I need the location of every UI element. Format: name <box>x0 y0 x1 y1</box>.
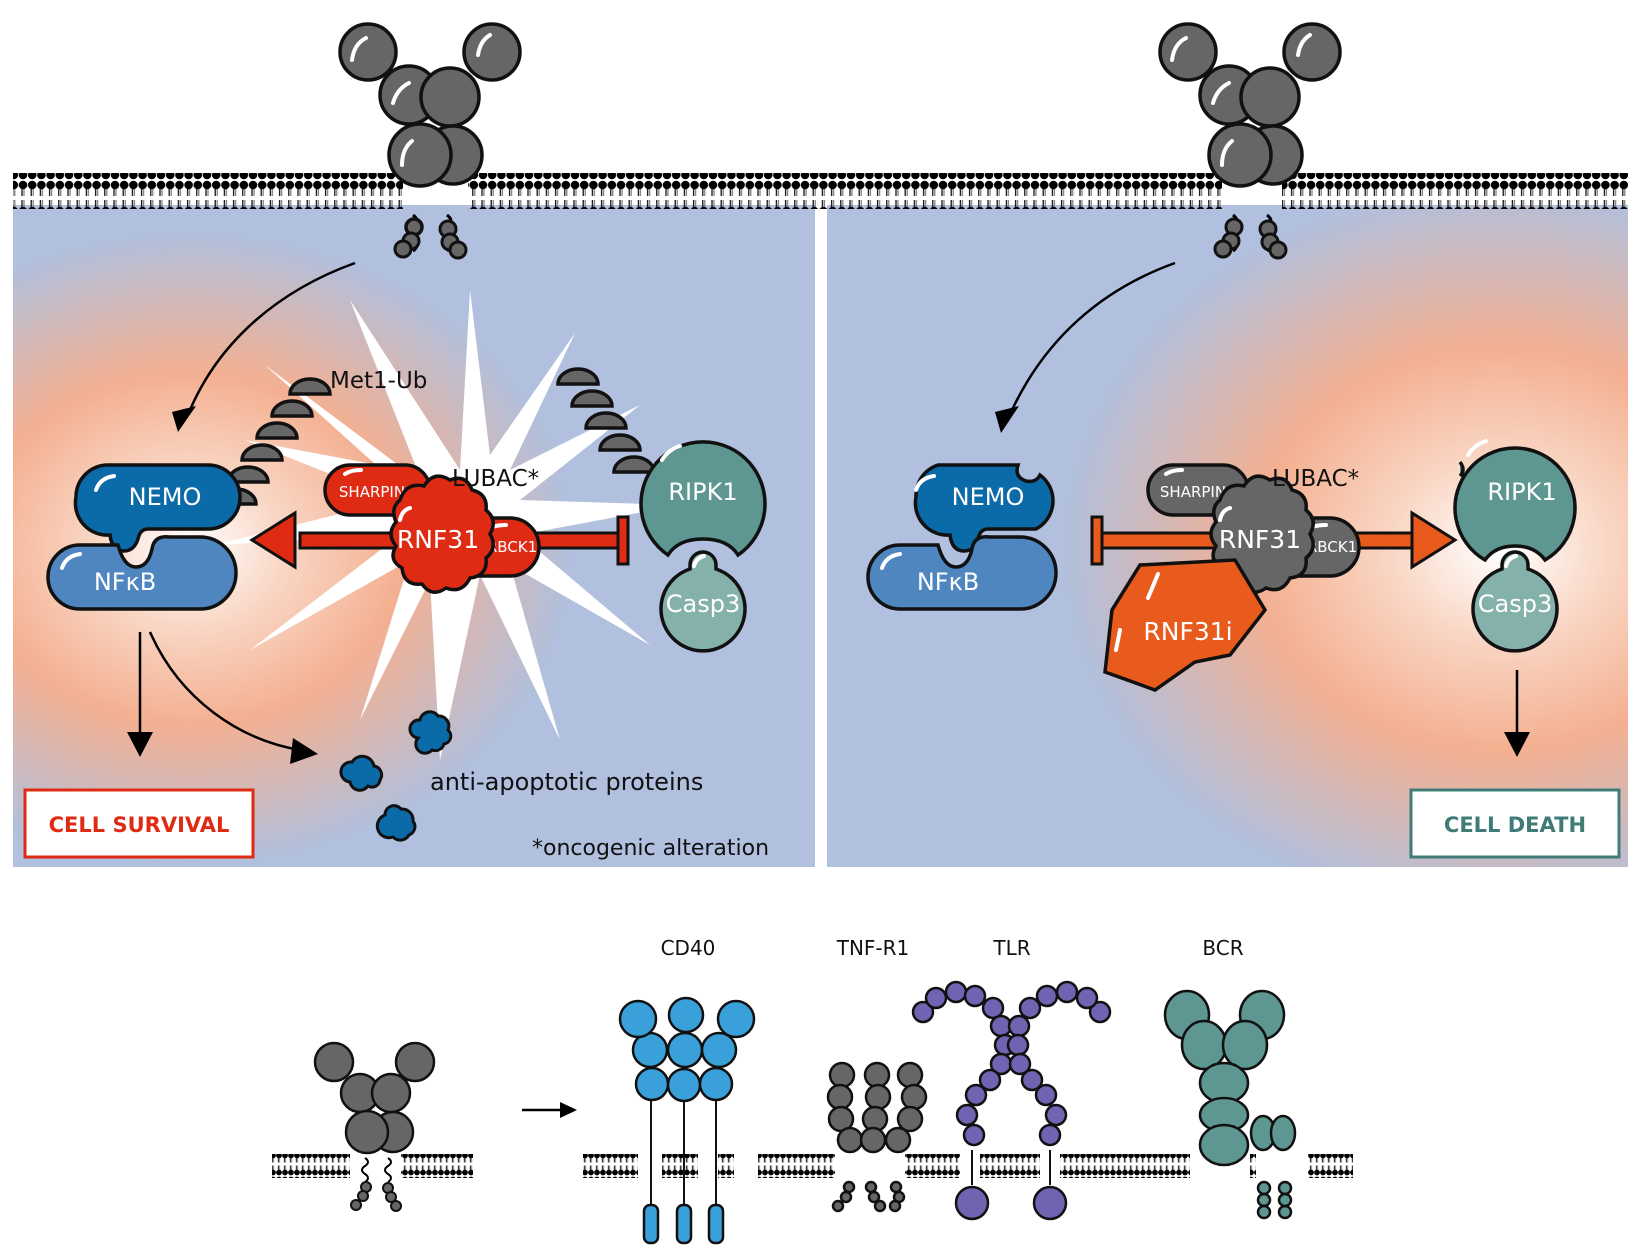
rnf31-protein: RNF31 <box>389 474 495 594</box>
cell-survival-box <box>23 788 255 859</box>
lubac-inhibition-bar <box>518 515 630 566</box>
casp3-label: Casp3 <box>666 590 740 618</box>
rnf31-label: RNF31 <box>397 525 479 554</box>
nfkb-label: NFκB <box>917 568 979 596</box>
nfkb-protein: NFκB <box>46 535 238 611</box>
lubac-label: LUBAC* <box>452 466 539 492</box>
rbck1-label: RBCK1 <box>487 538 537 556</box>
rnf31-label: RNF31 <box>1219 525 1301 554</box>
cd40-label: CD40 <box>661 936 716 960</box>
rbck1-protein: RBCK1 <box>478 516 541 578</box>
ripk1-protein: RIPK1 <box>639 440 767 558</box>
legend-membrane-a <box>583 1154 1083 1178</box>
nemo-label: NEMO <box>952 483 1025 511</box>
nfkb-label: NFκB <box>94 568 156 596</box>
receptor-legend: CD40 TNF-R1 <box>272 936 1353 1245</box>
casp3-protein: Casp3 <box>1471 550 1559 653</box>
casp3-label: Casp3 <box>1478 590 1552 618</box>
cell-death-box <box>1409 788 1621 859</box>
left-panel: Met1-Ub NEMO NFκB <box>13 22 815 867</box>
membrane-left-a <box>13 173 403 209</box>
membrane-right-a <box>827 173 1222 209</box>
ripk1-label: RIPK1 <box>668 478 737 506</box>
receptor-cd40: CD40 <box>618 936 758 1245</box>
receptor-bcr: BCR <box>1163 936 1308 1220</box>
sharpin-label: SHARPIN <box>339 483 405 501</box>
receptor-tnfr1: TNF-R1 <box>826 936 928 1213</box>
generic-receptor <box>272 1041 473 1212</box>
sharpin-label: SHARPIN <box>1160 483 1226 501</box>
casp3-protein: Casp3 <box>659 550 747 653</box>
membrane-left-b <box>468 173 815 209</box>
anti-apoptotic-arrow <box>148 631 301 752</box>
rnf31i-label: RNF31i <box>1143 617 1232 646</box>
nemo-protein: NEMO <box>913 463 1055 553</box>
anti-apoptotic-label: anti-apoptotic proteins <box>430 768 703 796</box>
footnote-oncogenic: *oncogenic alteration <box>532 836 769 861</box>
nemo-label: NEMO <box>129 483 202 511</box>
activation-arrow <box>188 261 356 411</box>
cell-death-label: CELL DEATH <box>1444 813 1586 837</box>
nemo-protein: NEMO <box>73 463 242 553</box>
tlr-label: TLR <box>992 936 1030 960</box>
lubac-inhibition-bar <box>1090 515 1220 566</box>
bcr-label: BCR <box>1202 936 1243 960</box>
activation-arrow <box>1010 261 1176 411</box>
anti-apoptotic-protein-icons <box>339 710 453 842</box>
tnfr1-label: TNF-R1 <box>836 936 910 960</box>
receptor-left <box>338 22 522 260</box>
met1-ub-label: Met1-Ub <box>330 368 427 394</box>
rbck1-label: RBCK1 <box>1307 538 1357 556</box>
ripk1-label: RIPK1 <box>1487 478 1556 506</box>
ripk1-protein: RIPK1 <box>1453 439 1577 563</box>
membrane-right-b <box>1282 173 1628 209</box>
receptor-right <box>1158 22 1342 260</box>
right-panel: NEMO NFκB SHARPIN RBCK1 RNF31 <box>815 22 1628 867</box>
cell-survival-label: CELL SURVIVAL <box>49 813 230 837</box>
lubac-label: LUBAC* <box>1272 466 1359 492</box>
receptor-tlr: TLR <box>911 936 1112 1221</box>
rnf31-inhibitor: RNF31i <box>1103 558 1268 692</box>
nfkb-protein: NFκB <box>866 535 1058 611</box>
rbck1-protein: RBCK1 <box>1298 516 1361 578</box>
